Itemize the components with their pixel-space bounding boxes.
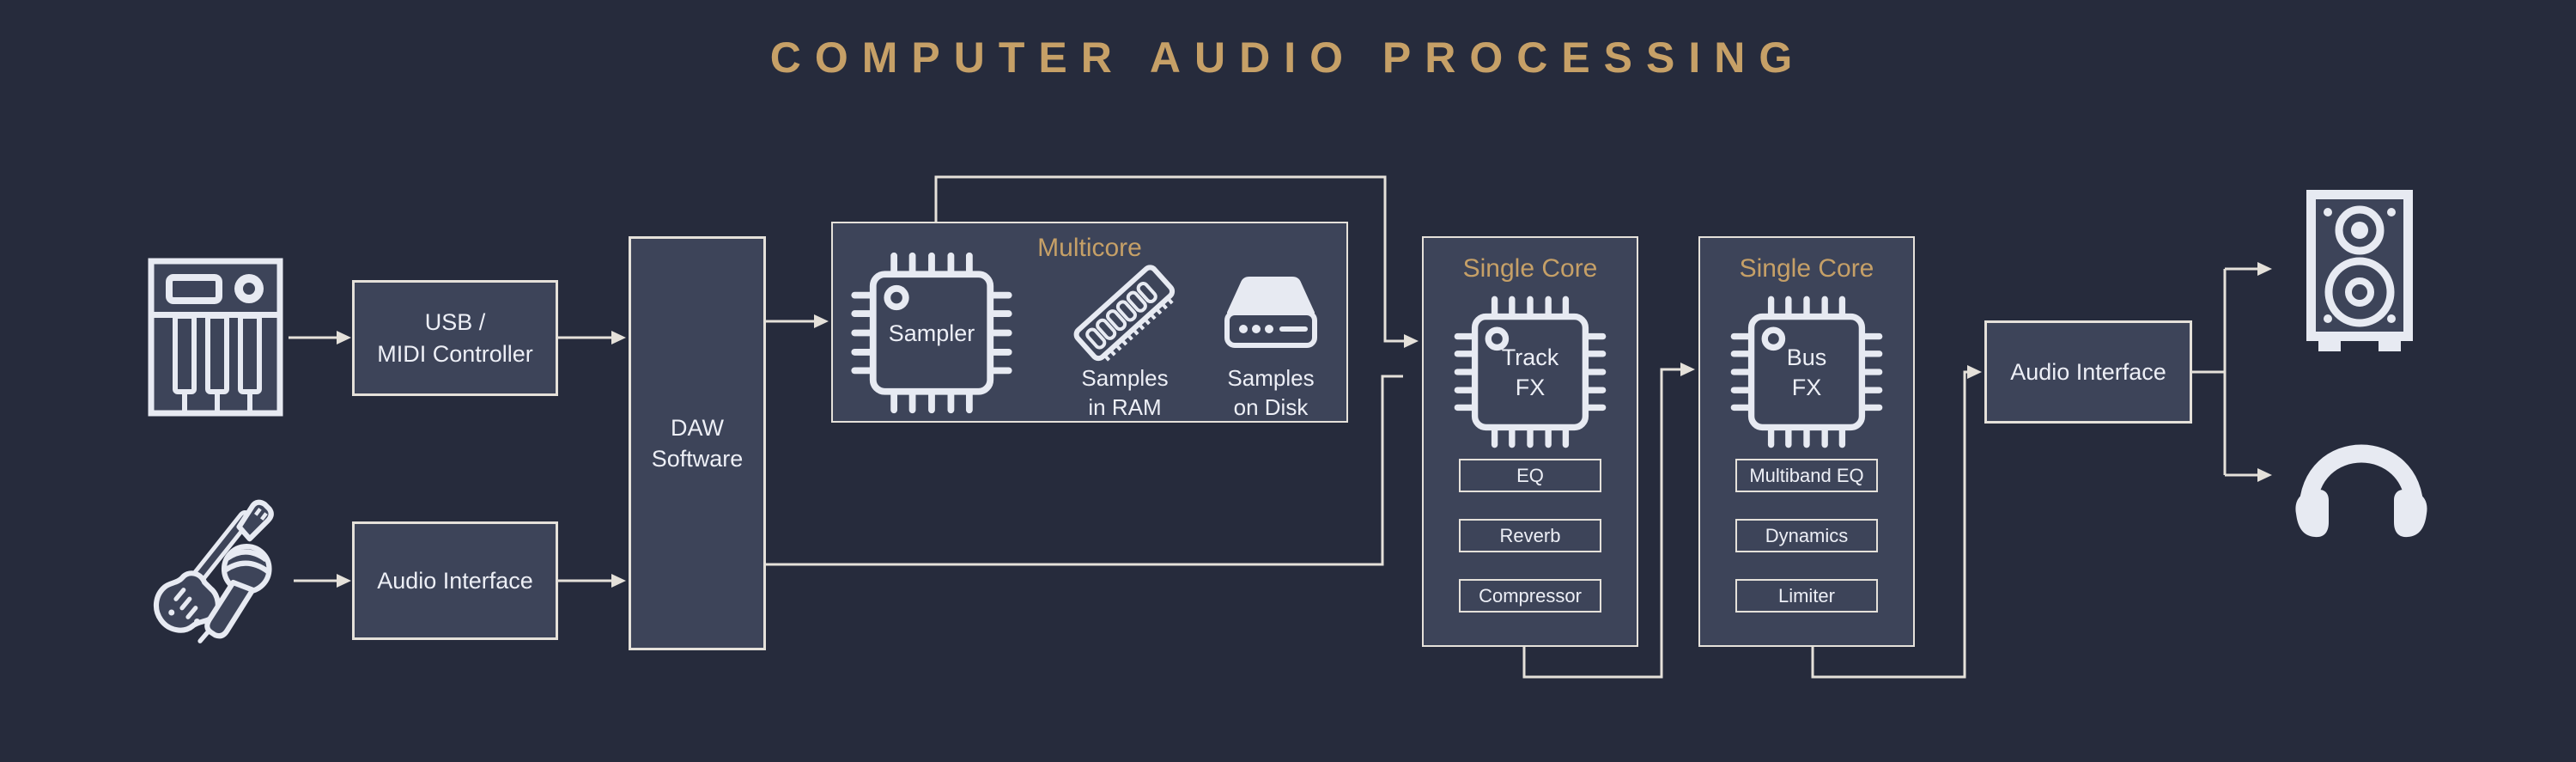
multicore-title: Multicore <box>1037 234 1142 262</box>
fx-box-eq: EQ <box>1459 459 1601 492</box>
wire-multicore-loop-to-trackfx <box>934 175 1404 343</box>
fx-eq-label: EQ <box>1516 464 1544 486</box>
midi-keyboard-icon <box>148 258 283 417</box>
disk-caption: Samples on Disk <box>1215 364 1327 423</box>
usb-midi-label-line2: MIDI Controller <box>377 340 533 367</box>
ram-caption-line1: Samples <box>1081 365 1169 391</box>
fx-box-reverb: Reverb <box>1459 519 1601 552</box>
fx-multiband-eq-label: Multiband EQ <box>1749 464 1864 486</box>
bus-fx-label-line2: FX <box>1791 374 1822 400</box>
ram-stick-icon <box>1073 265 1176 362</box>
node-usb-midi-controller: USB / MIDI Controller <box>352 280 558 396</box>
track-fx-label-line1: Track <box>1501 344 1559 370</box>
single-core-bus-title: Single Core <box>1739 254 1874 283</box>
daw-label-line1: DAW <box>671 414 724 441</box>
cpu-chip-icon <box>1730 296 1883 448</box>
wire-daw-bypass <box>766 375 1403 566</box>
disk-caption-line2: on Disk <box>1233 393 1309 420</box>
bus-fx-label-line1: Bus <box>1786 344 1827 370</box>
disk-caption-line1: Samples <box>1227 365 1315 391</box>
fx-box-limiter: Limiter <box>1735 579 1878 613</box>
wire-output-branch <box>2192 267 2257 477</box>
bus-fx-label: Bus FX <box>1726 343 1887 402</box>
wire-trackfx-to-busfx <box>1522 368 1680 679</box>
fx-compressor-label: Compressor <box>1479 584 1582 607</box>
ram-caption-line2: in RAM <box>1088 393 1162 420</box>
fx-limiter-label: Limiter <box>1777 584 1835 607</box>
track-fx-label-line2: FX <box>1515 374 1546 400</box>
hard-disk-icon <box>1224 277 1317 348</box>
page-title: COMPUTER AUDIO PROCESSING <box>769 34 1807 82</box>
sampler-label: Sampler <box>888 320 975 346</box>
audio-interface-in-label: Audio Interface <box>377 567 533 594</box>
usb-midi-label-line1: USB / <box>424 309 486 336</box>
node-daw-software: DAW Software <box>629 236 766 650</box>
daw-label-line2: Software <box>651 446 744 472</box>
cpu-chip-icon <box>851 252 1012 414</box>
wire-busfx-to-audiointerface <box>1811 370 1967 679</box>
fx-box-multiband-eq: Multiband EQ <box>1735 459 1878 492</box>
node-audio-interface-in: Audio Interface <box>352 521 558 640</box>
single-core-track-title: Single Core <box>1462 254 1598 283</box>
cpu-chip-icon <box>1454 296 1607 448</box>
ram-caption: Samples in RAM <box>1069 364 1181 423</box>
node-audio-interface-out: Audio Interface <box>1984 320 2192 424</box>
audio-interface-out-label: Audio Interface <box>2010 358 2166 385</box>
fx-reverb-label: Reverb <box>1499 524 1561 546</box>
fx-box-compressor: Compressor <box>1459 579 1601 613</box>
studio-speaker-icon <box>2306 190 2413 351</box>
guitar-microphone-icon <box>153 499 274 643</box>
fx-box-dynamics: Dynamics <box>1735 519 1878 552</box>
fx-dynamics-label: Dynamics <box>1765 524 1849 546</box>
track-fx-label: Track FX <box>1449 343 1611 402</box>
headphones-icon <box>2295 444 2427 538</box>
